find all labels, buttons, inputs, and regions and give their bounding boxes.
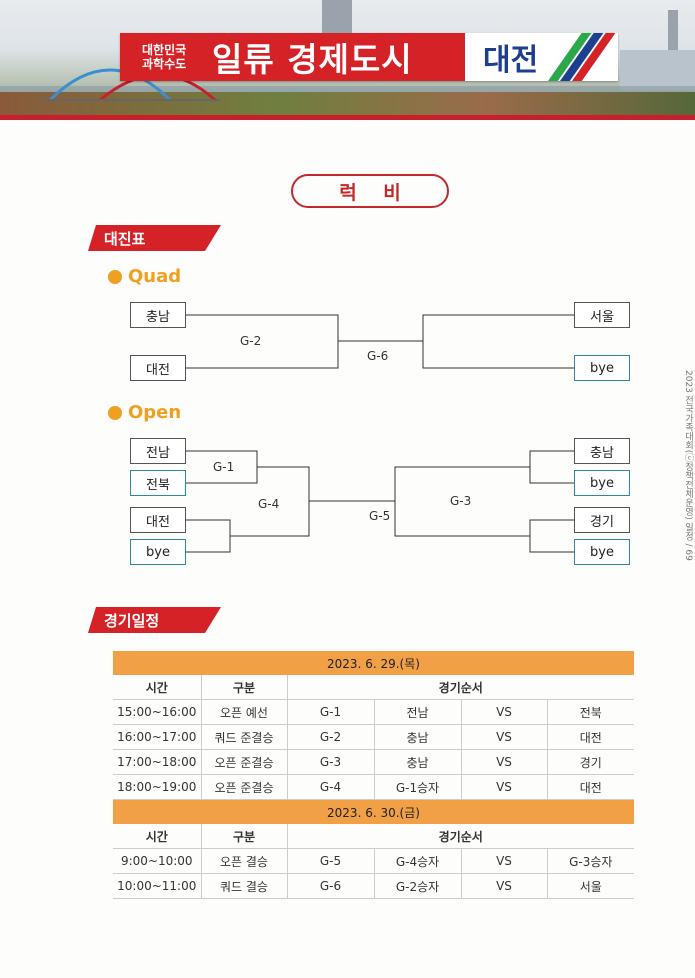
side-page-text: 2023 전국가족대회(ⓒ정책전체운영) 일정 / 69 [683, 370, 693, 561]
skyline-tower [668, 10, 678, 70]
header-time: 시간 [113, 675, 201, 700]
game-label-g5: G-5 [369, 509, 391, 523]
section-tag-bracket: 대진표 [88, 225, 221, 251]
cell-game: G-1 [286, 699, 374, 725]
cell-team-b: 서울 [546, 873, 634, 899]
open-team-right-4: bye [574, 539, 630, 565]
cell-type: 오픈 결승 [200, 848, 287, 874]
date-cell: 2023. 6. 30.(금) [113, 799, 634, 824]
open-team-left-1: 전남 [130, 438, 186, 464]
title-small-line2: 과학수도 [142, 57, 187, 71]
cell-type: 오픈 준결승 [200, 774, 287, 800]
open-team-right-1: 충남 [574, 438, 630, 464]
game-label-g1: G-1 [213, 460, 235, 474]
cell-type: 오픈 예선 [200, 699, 287, 725]
cell-team-a: G-1승자 [373, 774, 461, 800]
cell-team-a: 충남 [373, 749, 461, 775]
table-row: 17:00~18:00 오픈 준결승 G-3 충남 VS 경기 [113, 749, 634, 775]
cell-vs: VS [460, 848, 547, 874]
table-row: 18:00~19:00 오픈 준결승 G-4 G-1승자 VS 대전 [113, 774, 634, 800]
cell-team-a: G-4승자 [373, 848, 461, 874]
cell-team-b: 대전 [546, 724, 634, 750]
cell-team-b: 전북 [546, 699, 634, 725]
open-team-right-3: 경기 [574, 507, 630, 533]
title-red-panel: 대한민국 과학수도 일류 경제도시 [120, 33, 465, 81]
cell-game: G-6 [286, 873, 374, 899]
page-title: 럭 비 [291, 174, 449, 208]
schedule-table: 2023. 6. 29.(목) 시간 구분 경기순서 15:00~16:00 오… [113, 651, 634, 899]
quad-team-right-2: bye [574, 355, 630, 381]
game-label-g4: G-4 [258, 497, 280, 511]
cell-vs: VS [460, 699, 547, 725]
cell-time: 15:00~16:00 [113, 699, 201, 725]
title-big: 일류 경제도시 [212, 40, 413, 79]
cell-time: 10:00~11:00 [113, 873, 201, 899]
cell-time: 17:00~18:00 [113, 749, 201, 775]
cell-team-b: 대전 [546, 774, 634, 800]
open-team-left-3: 대전 [130, 507, 186, 533]
table-row: 16:00~17:00 쿼드 준결승 G-2 충남 VS 대전 [113, 724, 634, 750]
cell-team-a: G-2승자 [373, 873, 461, 899]
game-label-g3: G-3 [450, 494, 472, 508]
bracket-lines [186, 314, 574, 553]
quad-heading: Quad [108, 266, 181, 287]
table-row: 10:00~11:00 쿼드 결승 G-6 G-2승자 VS 서울 [113, 873, 634, 899]
date-cell: 2023. 6. 29.(목) [113, 651, 634, 675]
cell-type: 쿼드 결승 [200, 873, 287, 899]
game-label-g6: G-6 [367, 349, 389, 363]
title-city: 대전 [483, 43, 539, 78]
cell-team-a: 충남 [373, 724, 461, 750]
title-small-line1: 대한민국 [142, 43, 187, 57]
header-time: 시간 [113, 824, 201, 849]
open-team-right-2: bye [574, 470, 630, 496]
table-row: 15:00~16:00 오픈 예선 G-1 전남 VS 전북 [113, 699, 634, 725]
cell-team-b: 경기 [546, 749, 634, 775]
title-box: 대한민국 과학수도 일류 경제도시 대전 [120, 33, 618, 81]
bullet-icon [108, 405, 122, 420]
open-team-left-4: bye [130, 539, 186, 565]
table-row: 9:00~10:00 오픈 결승 G-5 G-4승자 VS G-3승자 [113, 848, 634, 874]
cell-vs: VS [460, 749, 547, 775]
bullet-icon [108, 269, 122, 284]
quad-team-right-1: 서울 [574, 302, 630, 328]
cell-game: G-5 [286, 848, 374, 874]
skyline-building [620, 50, 695, 90]
cell-team-b: G-3승자 [546, 848, 634, 874]
quad-team-left-1: 충남 [130, 302, 186, 328]
cell-time: 16:00~17:00 [113, 724, 201, 750]
date-row: 2023. 6. 29.(목) [113, 651, 634, 675]
title-city-panel: 대전 [465, 33, 618, 81]
cell-time: 18:00~19:00 [113, 774, 201, 800]
open-team-left-2: 전북 [130, 470, 186, 496]
cell-game: G-3 [286, 749, 374, 775]
header-banner: 대한민국 과학수도 일류 경제도시 대전 [0, 0, 695, 120]
cell-game: G-2 [286, 724, 374, 750]
cell-time: 9:00~10:00 [113, 848, 201, 874]
cell-vs: VS [460, 873, 547, 899]
header-order: 경기순서 [286, 824, 634, 849]
cell-type: 쿼드 준결승 [200, 724, 287, 750]
open-heading: Open [108, 402, 181, 423]
game-label-g2: G-2 [240, 334, 262, 348]
banner-bottom-line [0, 115, 695, 120]
open-label: Open [128, 402, 182, 423]
cell-team-a: 전남 [373, 699, 461, 725]
header-row: 시간 구분 경기순서 [113, 675, 634, 700]
quad-label: Quad [128, 266, 182, 287]
date-row: 2023. 6. 30.(금) [113, 799, 634, 824]
header-row: 시간 구분 경기순서 [113, 824, 634, 849]
title-small: 대한민국 과학수도 [142, 43, 206, 71]
header-type: 구분 [200, 824, 287, 849]
cell-type: 오픈 준결승 [200, 749, 287, 775]
cell-game: G-4 [286, 774, 374, 800]
cell-vs: VS [460, 724, 547, 750]
section-tag-schedule: 경기일정 [88, 607, 221, 633]
quad-team-left-2: 대전 [130, 355, 186, 381]
header-type: 구분 [200, 675, 287, 700]
cell-vs: VS [460, 774, 547, 800]
header-order: 경기순서 [286, 675, 634, 700]
